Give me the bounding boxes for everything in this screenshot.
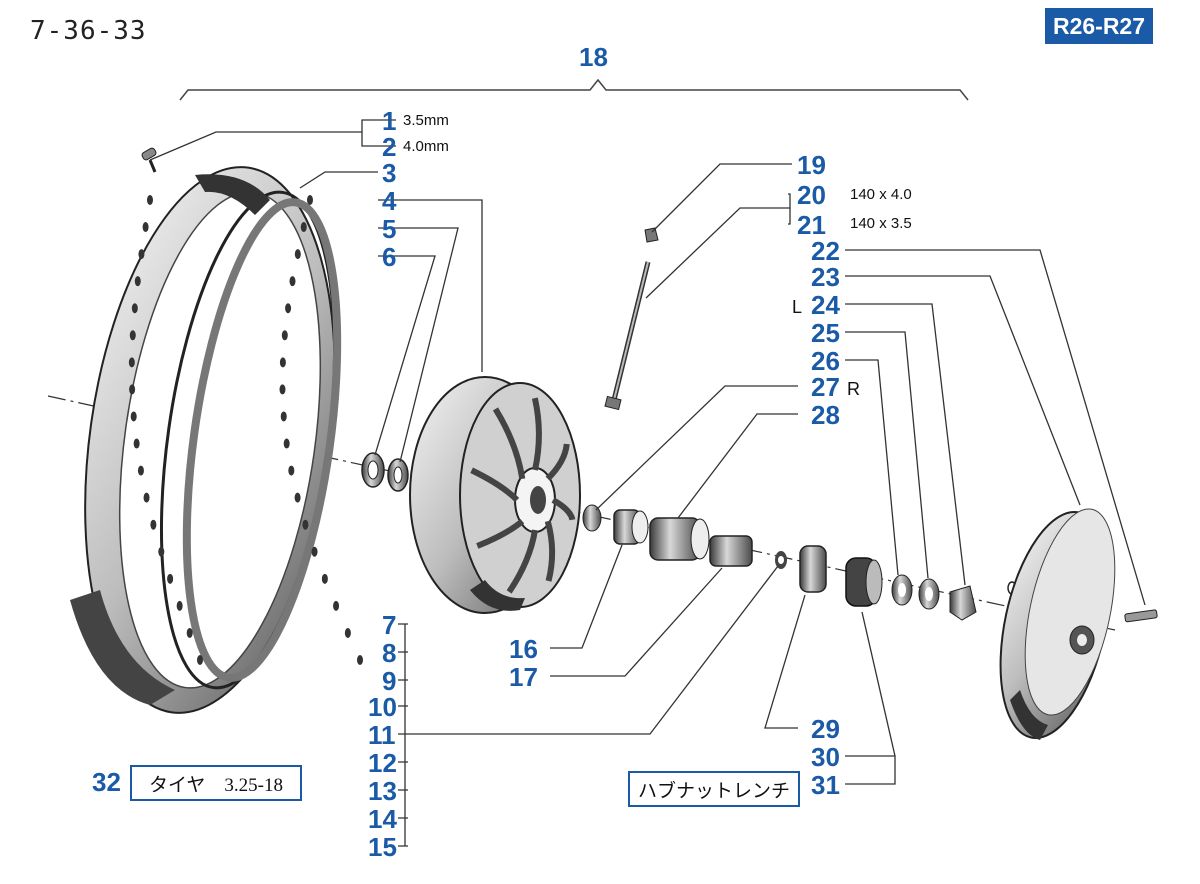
hub-spoke (506, 529, 538, 594)
rim-hole (129, 330, 136, 341)
rim-hole (285, 303, 292, 314)
rim-hole (281, 330, 288, 341)
part-number-31: 31 (811, 770, 840, 800)
part-number-9: 9 (382, 666, 397, 696)
rim-hole (142, 222, 149, 233)
rim-screw-icon (141, 147, 157, 173)
hub-spoke (476, 518, 525, 549)
part-number-3: 3 (382, 158, 397, 188)
part-number-10: 10 (368, 692, 397, 722)
rim-hole (186, 627, 193, 638)
part-number-22: 22 (811, 236, 840, 266)
part-number-15: 15 (368, 832, 397, 862)
part-number-2: 2 (382, 132, 397, 162)
rim-hole (357, 655, 363, 665)
rim-hole (167, 573, 174, 584)
part-number-20: 20 (797, 180, 826, 210)
seal-rings-5-6 (361, 452, 409, 492)
part-number-26: 26 (811, 346, 840, 376)
rim-hole (143, 492, 150, 503)
part-number-11: 11 (368, 720, 396, 750)
rim-hole (158, 546, 165, 557)
rim-hole (279, 384, 286, 395)
rim-hole (288, 465, 295, 476)
hub-spoke (492, 407, 526, 480)
page-code: 7-36-33 (30, 16, 147, 46)
part-spec-1: 3.5mm (403, 112, 449, 129)
axle-spindle (604, 227, 659, 411)
rim-hole (176, 600, 183, 611)
hub-spoke (544, 520, 556, 582)
part-number-12: 12 (368, 748, 397, 778)
part-number-7: 7 (382, 610, 397, 640)
part-number-30: 30 (811, 742, 840, 772)
rim-hole (307, 195, 313, 205)
part-number-1: 1 (382, 106, 397, 136)
rim-hole (321, 573, 328, 584)
rim-hole (333, 600, 340, 611)
rim-hole (134, 276, 141, 287)
part-number-8: 8 (382, 638, 397, 668)
rim-hole (197, 655, 203, 665)
hub-spoke (470, 467, 520, 503)
hub-internals (582, 504, 1017, 621)
part-number-25: 25 (811, 318, 840, 348)
part-number-13: 13 (368, 776, 397, 806)
part-side-24: L (792, 297, 803, 317)
rim-hole (294, 492, 301, 503)
part-number-19: 19 (797, 150, 826, 180)
assembly-bracket-18 (179, 78, 969, 101)
rim-hole (138, 249, 145, 260)
part-number-21: 21 (797, 210, 826, 240)
rim-hole (302, 519, 309, 530)
part-spec-20: 140 x 4.0 (850, 186, 912, 203)
part-spec-21: 140 x 3.5 (850, 215, 912, 232)
part-number-27: 27 (811, 372, 840, 402)
part-side-27: R (847, 379, 860, 399)
rim-hole (311, 546, 318, 557)
hub-spoke (545, 443, 570, 481)
part-number-4: 4 (382, 186, 397, 216)
hub-nut-wrench-label: ハブナットレンチ (628, 771, 800, 807)
hub-cover-plate (999, 508, 1158, 740)
tire-size-label: タイヤ 3.25-18 (130, 765, 302, 801)
rim-hole (344, 627, 351, 638)
part-number-5: 5 (382, 214, 397, 244)
model-badge: R26-R27 (1045, 8, 1153, 44)
leader-lines (149, 119, 1146, 847)
part-number-29: 29 (811, 714, 840, 744)
rim-hole (133, 438, 140, 449)
rim-hole (128, 357, 135, 368)
part-number-16: 16 (509, 634, 538, 664)
rim-hole (130, 411, 137, 422)
rim-hole (279, 357, 286, 368)
rim-hole (137, 465, 144, 476)
part-number-28: 28 (811, 400, 840, 430)
hub-spoke (531, 397, 542, 471)
rim-hole (147, 195, 153, 205)
hub-spoke (551, 497, 576, 521)
part-number-32: 32 (92, 767, 121, 797)
hub-spoke-pattern (470, 397, 576, 594)
part-number-23: 23 (811, 262, 840, 292)
hub-illustration (409, 376, 581, 614)
rim-spoke-holes (128, 195, 363, 665)
rim-hole (129, 384, 136, 395)
rim-hole (294, 249, 301, 260)
part-number-17: 17 (509, 662, 538, 692)
rim-illustration (70, 166, 342, 714)
part-number-24: 24 (811, 290, 840, 320)
rim-hole (150, 519, 157, 530)
part-number-18: 18 (579, 42, 608, 72)
rim-hole (280, 411, 287, 422)
rim-hole (300, 222, 307, 233)
rim-hole (131, 303, 138, 314)
rim-hole (283, 438, 290, 449)
part-spec-2: 4.0mm (403, 138, 449, 155)
part-number-6: 6 (382, 242, 397, 272)
part-number-14: 14 (368, 804, 397, 834)
rim-hole (289, 276, 296, 287)
